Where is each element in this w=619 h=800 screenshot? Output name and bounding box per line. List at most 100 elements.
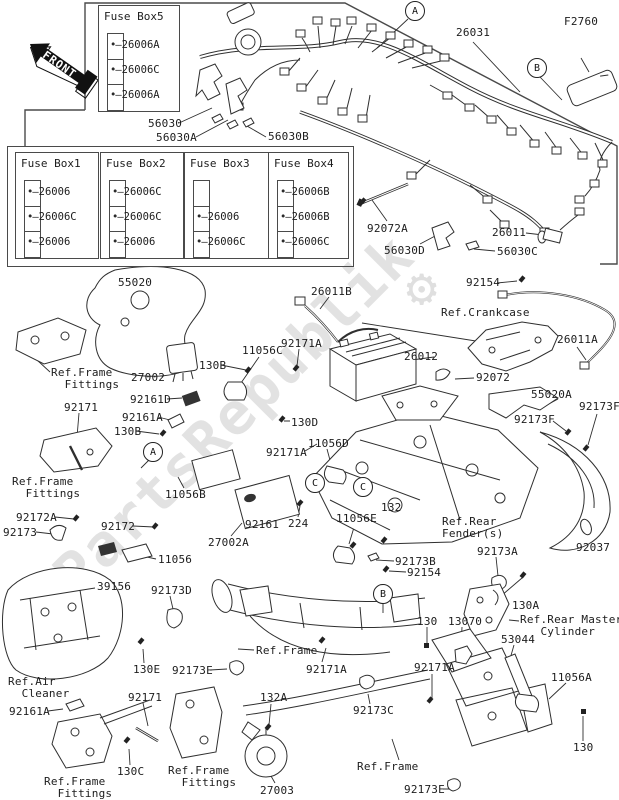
fuse-part-number: 26006 [27, 236, 71, 248]
part-callout: 92161D [130, 393, 171, 406]
part-callout: Ref.Frame Fittings [168, 764, 237, 789]
part-callout: Ref.Frame [357, 760, 419, 773]
part-callout: 55020 [118, 276, 153, 289]
part-callout: 92172A [16, 511, 57, 524]
fuse-part-number: 26006B [280, 211, 330, 223]
part-callout: 26011A [557, 333, 598, 346]
circled-ref-b: B [527, 58, 547, 78]
part-callout: 27003 [260, 784, 295, 797]
part-callout: 27002A [208, 536, 249, 549]
part-callout: 130B [114, 425, 142, 438]
part-callout: 11056C [242, 344, 283, 357]
circled-ref-a: A [405, 1, 425, 21]
circled-ref-c: C [305, 473, 325, 493]
fuse-box-title: Fuse Box5 [104, 10, 164, 23]
part-callout: 26031 [456, 26, 491, 39]
part-callout: 26011 [492, 226, 527, 239]
part-callout: 92171A [414, 661, 455, 674]
part-callout: 26012 [404, 350, 439, 363]
part-callout: Ref.Frame [256, 644, 318, 657]
part-callout: 53044 [501, 633, 536, 646]
part-callout: 26011B [311, 285, 352, 298]
part-callout: 224 [288, 517, 309, 530]
fuse-part-number: 26006A [110, 39, 160, 51]
part-callout: 92161 [245, 518, 280, 531]
fuse-box-5: Fuse Box5 26006A 26006C 26006A [98, 5, 180, 112]
part-callout: Ref.Rear Fender(s) [442, 515, 504, 540]
part-callout: 39156 [97, 580, 132, 593]
part-callout: 92171 [64, 401, 99, 414]
part-callout: 56030D [384, 244, 425, 257]
part-callout: 130 [573, 741, 594, 754]
part-callout: 130A [512, 599, 540, 612]
part-callout: 130D [291, 416, 319, 429]
part-callout: 56030B [268, 130, 309, 143]
part-callout: 11056D [308, 437, 349, 450]
part-callout: 92072 [476, 371, 511, 384]
part-callout: 92154 [466, 276, 501, 289]
circled-ref-c: C [353, 477, 373, 497]
part-callout: 92171A [266, 446, 307, 459]
fuse-part-number: 26006C [280, 236, 330, 248]
fuse-box-4: Fuse Box4 26006B 26006B 26006C [268, 152, 349, 259]
part-callout: 130B [199, 359, 227, 372]
fuse-box-2: Fuse Box2 26006C 26006C 26006 [100, 152, 184, 259]
part-callout: 56030C [497, 245, 538, 258]
fuse-box-title: Fuse Box3 [190, 157, 250, 170]
part-callout: 11056B [165, 488, 206, 501]
part-callout: 92173C [353, 704, 394, 717]
fuse-part-number: 26006C [112, 211, 162, 223]
part-callout: 92173D [151, 584, 192, 597]
fuse-part-number: 26006C [27, 211, 77, 223]
fuse-part-number: 26006C [112, 186, 162, 198]
part-callout: 56030A [156, 131, 197, 144]
part-callout: 92154 [407, 566, 442, 579]
fuse-box-1: Fuse Box1 26006 26006C 26006 [15, 152, 99, 259]
fuse-part-number: 26006 [112, 236, 156, 248]
part-callout: 27002 [131, 371, 166, 384]
part-callout: 92172 [101, 520, 136, 533]
part-callout: 92171 [128, 691, 163, 704]
part-callout: Ref.Rear Master Cylinder [520, 613, 619, 638]
fuse-part-number: 26006B [280, 186, 330, 198]
part-callout: 11056 [158, 553, 193, 566]
fuse-box-title: Fuse Box4 [274, 157, 334, 170]
part-callout: 92173F [579, 400, 619, 413]
part-callout: 92173E [404, 783, 445, 796]
part-callout: 56030 [148, 117, 183, 130]
part-callout: 13070 [448, 615, 483, 628]
part-callout: 55020A [531, 388, 572, 401]
fuse-part-number: 26006A [110, 89, 160, 101]
fuse-box-3: Fuse Box3 26006 26006C [184, 152, 269, 259]
part-callout: 130E [133, 663, 161, 676]
part-callout: 130 [417, 615, 438, 628]
fuse-part-number: 26006 [196, 211, 240, 223]
part-callout: Ref.Crankcase [441, 306, 530, 319]
part-callout: 92173A [477, 545, 518, 558]
part-callout: 92161A [9, 705, 50, 718]
fuse-panel-box [7, 146, 354, 267]
part-callout: 92171A [281, 337, 322, 350]
fuse-part-number: 26006 [27, 186, 71, 198]
part-callout: 132A [260, 691, 288, 704]
part-callout: 11056E [336, 512, 377, 525]
part-callout: 92171A [306, 663, 347, 676]
part-callout: 92037 [576, 541, 611, 554]
part-callout: Ref.Air Cleaner [8, 675, 70, 700]
fuse-box-title: Fuse Box1 [21, 157, 81, 170]
part-callout: Ref.Frame Fittings [44, 775, 113, 800]
circled-ref-b: B [373, 584, 393, 604]
part-callout: 132 [381, 501, 402, 514]
part-callout: Ref.Frame Fittings [51, 366, 120, 391]
part-callout: 92072A [367, 222, 408, 235]
fuse-box-title: Fuse Box2 [106, 157, 166, 170]
fuse-part-number: 26006C [110, 64, 160, 76]
circled-ref-a: A [143, 442, 163, 462]
part-callout: 92161A [122, 411, 163, 424]
part-callout: 92173 [3, 526, 38, 539]
figure-code: F2760 [564, 15, 599, 28]
part-callout: 92173E [172, 664, 213, 677]
